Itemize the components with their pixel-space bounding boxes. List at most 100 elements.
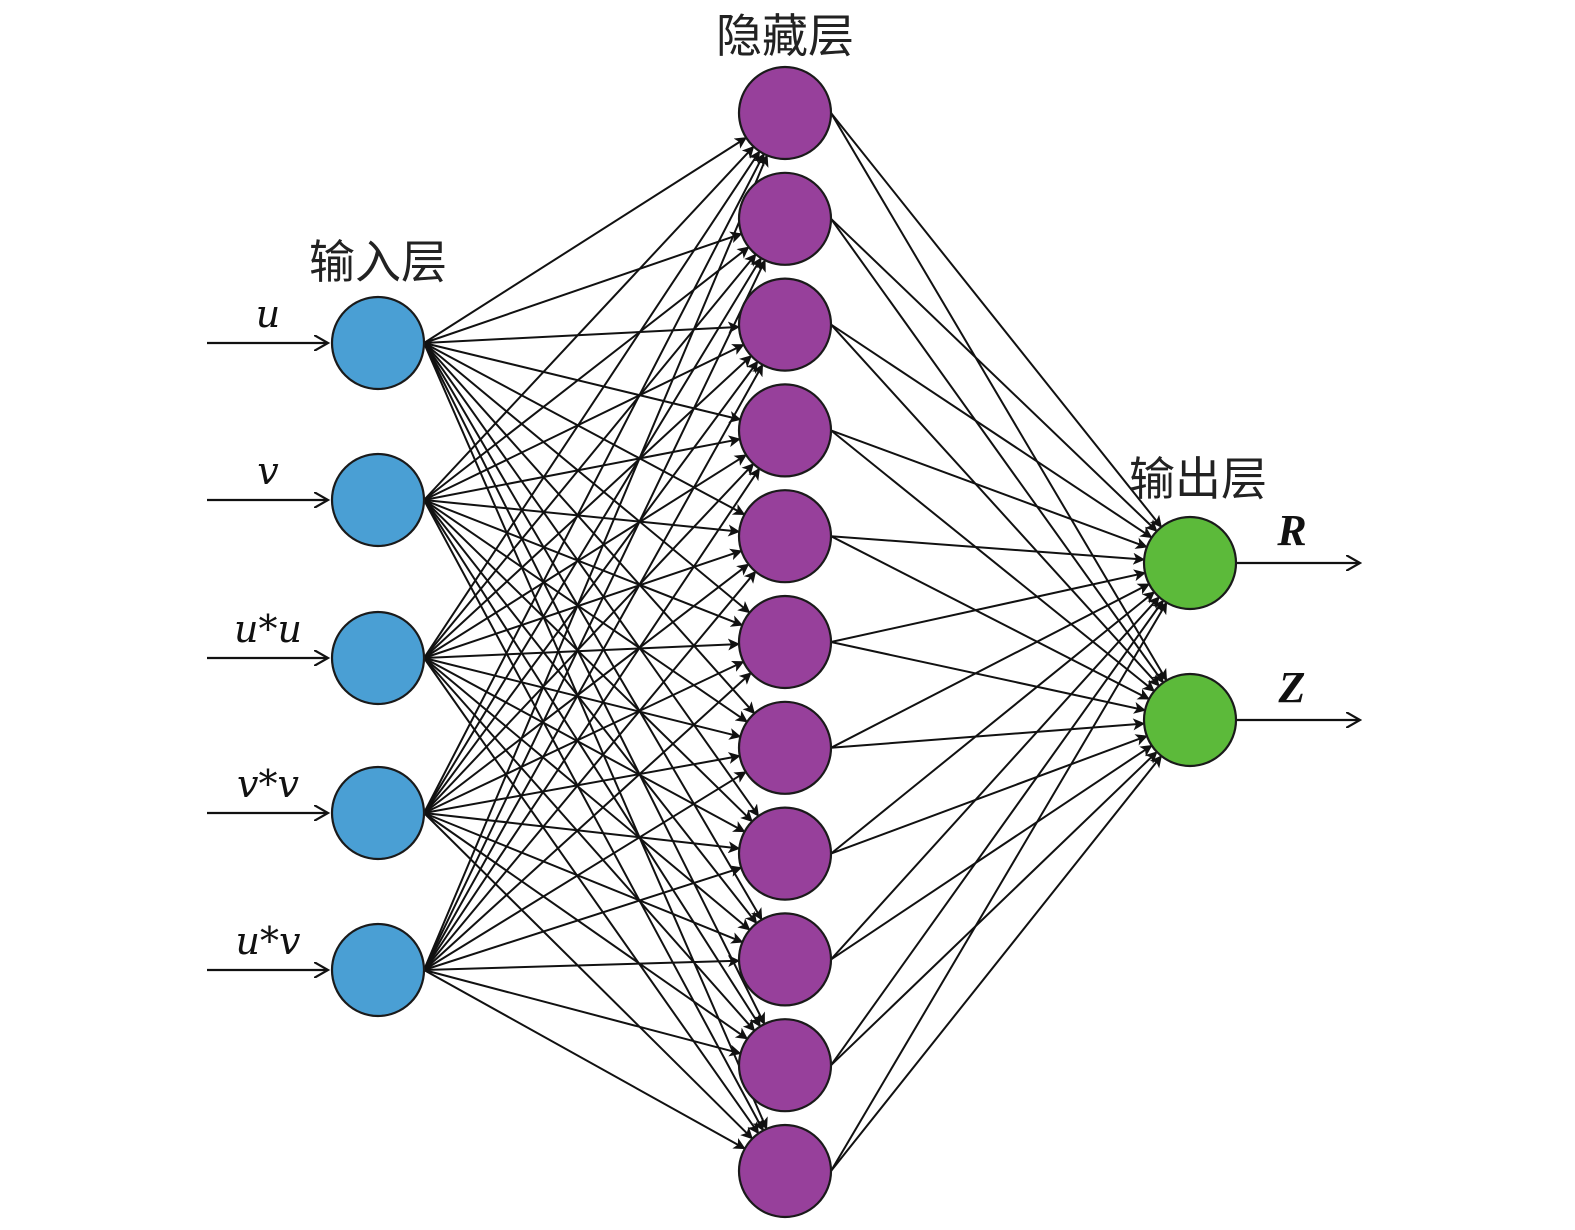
output-layer-title: 输出层 [1129, 452, 1267, 506]
edge-hidden-3-output-1 [830, 429, 1155, 692]
edge-hidden-3-output-0 [830, 429, 1148, 549]
hidden-neuron-6 [737, 700, 833, 795]
edge-input-1-hidden-7 [423, 499, 753, 823]
edge-input-0-hidden-4 [423, 342, 746, 515]
edge-hidden-5-output-1 [830, 641, 1147, 714]
edge-hidden-7-output-0 [830, 591, 1156, 855]
edge-input-2-hidden-9 [423, 657, 756, 1032]
edge-input-2-hidden-5 [423, 638, 741, 659]
edge-input-1-hidden-3 [423, 435, 741, 501]
edge-input-0-hidden-10 [423, 342, 768, 1130]
edge-input-0-hidden-0 [423, 137, 748, 344]
edge-hidden-6-output-1 [830, 718, 1146, 749]
node-labels: u v u*u v*v u*v R Z [234, 292, 1307, 963]
hidden-layer-title: 隐藏层 [716, 9, 854, 63]
edge-hidden-7-output-1 [830, 734, 1148, 855]
edge-hidden-10-output-1 [830, 755, 1162, 1172]
edge-input-3-hidden-8 [423, 812, 744, 944]
hidden-neuron-5 [737, 594, 833, 690]
edge-input-1-hidden-6 [423, 499, 748, 723]
edge-input-2-hidden-8 [423, 657, 751, 931]
edge-input-4-hidden-10 [423, 969, 746, 1150]
edge-input-3-hidden-1 [423, 257, 762, 814]
edge-hidden-6-output-0 [830, 583, 1150, 749]
hidden-neuron-10 [737, 1123, 833, 1219]
hidden-neuron-4 [737, 489, 833, 584]
edge-hidden-9-output-0 [830, 599, 1164, 1066]
input-neuron-0 [330, 295, 426, 391]
output-neuron-0 [1142, 515, 1238, 611]
edge-input-3-hidden-2 [423, 360, 759, 814]
edge-input-3-hidden-7 [423, 812, 741, 854]
edge-input-2-hidden-7 [423, 657, 746, 833]
edge-hidden-1-output-1 [830, 218, 1164, 684]
hidden-neuron-2 [737, 277, 833, 372]
edge-input-1-hidden-2 [423, 344, 745, 501]
edge-input-3-hidden-0 [423, 152, 765, 814]
edge-hidden-10-output-0 [830, 601, 1168, 1172]
edge-input-2-hidden-6 [423, 657, 742, 740]
edge-input-1-hidden-5 [423, 499, 744, 627]
edge-hidden-0-output-1 [830, 112, 1168, 682]
edge-input-1-hidden-0 [423, 145, 755, 501]
edge-hidden-0-output-0 [830, 112, 1162, 528]
edge-input-4-hidden-5 [423, 672, 752, 971]
edge-hidden-4-output-1 [830, 535, 1150, 700]
output-arrows [1236, 563, 1360, 720]
edge-input-4-hidden-4 [423, 570, 757, 971]
edge-input-1-hidden-4 [423, 499, 741, 537]
edge-input-0-hidden-7 [423, 342, 760, 817]
hidden-neuron-9 [737, 1018, 833, 1113]
edge-hidden-2-output-1 [830, 323, 1160, 687]
edge-input-2-hidden-2 [423, 355, 752, 659]
hidden-output-connections [830, 112, 1168, 1172]
input-layer-title: 输入层 [309, 235, 447, 289]
neurons [330, 65, 1238, 1219]
input-label-1: v [257, 449, 279, 493]
edge-input-1-hidden-9 [423, 499, 761, 1028]
hidden-neuron-7 [737, 806, 833, 901]
edge-input-4-hidden-3 [423, 467, 760, 971]
edge-input-0-hidden-3 [423, 342, 742, 423]
edge-input-3-hidden-3 [423, 463, 755, 814]
edge-input-4-hidden-1 [423, 259, 766, 971]
edge-input-2-hidden-4 [423, 548, 743, 659]
input-label-3: v*v [237, 762, 299, 806]
edge-hidden-1-output-0 [830, 218, 1158, 532]
input-label-4: u*v [236, 919, 301, 963]
edge-hidden-4-output-0 [830, 535, 1146, 565]
output-label-0: R [1276, 506, 1306, 555]
edge-hidden-5-output-0 [830, 569, 1147, 643]
hidden-neuron-8 [737, 912, 833, 1007]
edge-input-0-hidden-1 [423, 231, 743, 344]
input-neuron-1 [330, 452, 426, 548]
edge-hidden-2-output-0 [830, 323, 1153, 539]
edge-input-2-hidden-0 [423, 150, 761, 659]
output-neuron-1 [1142, 672, 1238, 768]
input-label-0: u [256, 292, 280, 336]
edge-input-4-hidden-2 [423, 363, 764, 971]
edge-input-3-hidden-4 [423, 563, 750, 814]
edge-input-4-hidden-7 [423, 865, 743, 971]
edge-input-3-hidden-10 [423, 812, 754, 1140]
edge-input-3-hidden-6 [423, 752, 741, 814]
edge-input-2-hidden-3 [423, 454, 747, 659]
edge-input-3-hidden-9 [423, 812, 749, 1040]
edge-input-4-hidden-8 [423, 955, 741, 971]
hidden-neuron-0 [737, 65, 833, 161]
input-arrows [207, 343, 328, 970]
edge-hidden-8-output-0 [830, 596, 1160, 961]
hidden-neuron-1 [737, 171, 833, 266]
edge-hidden-9-output-1 [830, 751, 1158, 1066]
input-neuron-3 [330, 765, 426, 861]
input-label-2: u*u [234, 607, 302, 651]
edge-input-0-hidden-6 [423, 342, 756, 715]
edge-input-3-hidden-5 [423, 660, 745, 814]
edge-input-2-hidden-1 [423, 253, 757, 659]
edge-hidden-8-output-1 [830, 744, 1153, 961]
edge-input-1-hidden-8 [423, 499, 758, 925]
edge-input-4-hidden-6 [423, 771, 747, 971]
output-label-1: Z [1278, 663, 1306, 712]
input-neuron-2 [330, 610, 426, 706]
